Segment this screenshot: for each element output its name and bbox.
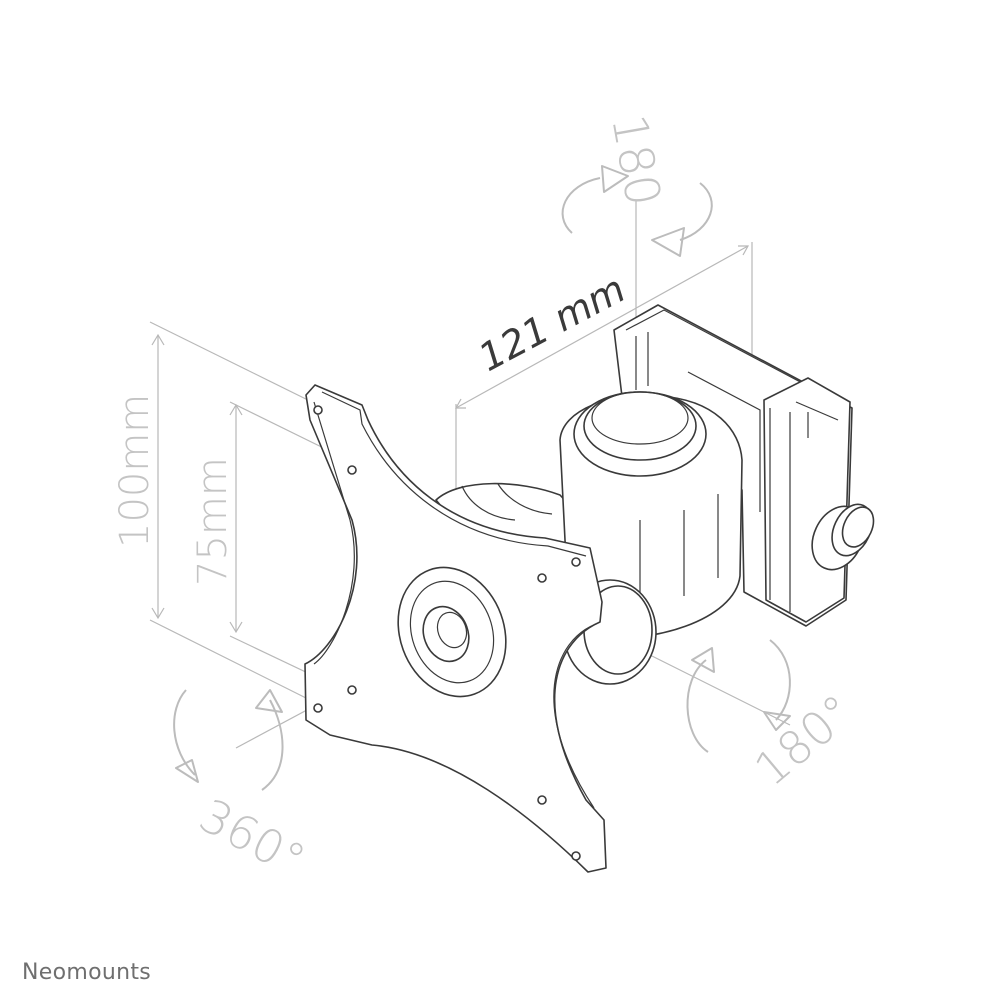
rotation-label-top: 180 (600, 110, 671, 210)
adjustment-knob (811, 503, 875, 571)
brand-logo: Neomounts (22, 960, 152, 985)
height-outer-dimension-label: 100mm (112, 394, 158, 548)
rotation-arrows (173, 165, 791, 791)
rotation-label-left: 360° (191, 788, 314, 888)
height-inner-dimension-label: 75mm (190, 457, 236, 586)
vesa-plate (304, 384, 607, 873)
rotation-label-right: 180° (744, 684, 864, 797)
